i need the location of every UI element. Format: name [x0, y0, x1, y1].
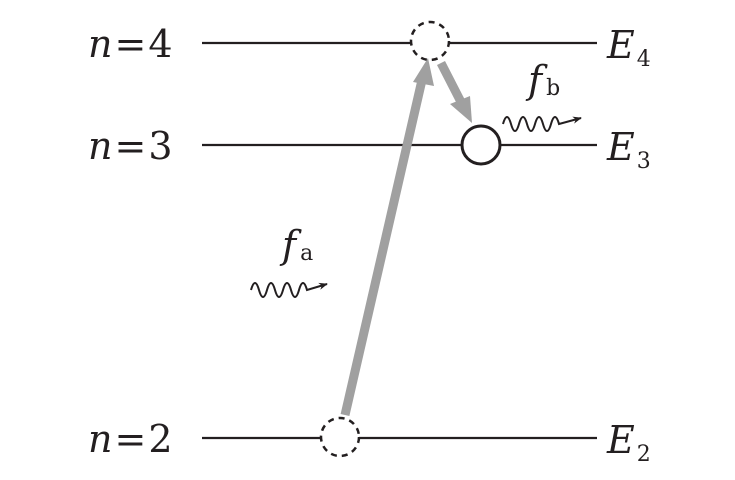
photon-b-wave-icon — [502, 116, 582, 132]
emission-arrow — [436, 60, 472, 123]
level-label-n3: n=3 — [88, 124, 173, 168]
photon-a-wave-icon — [250, 282, 328, 298]
energy-label-e4: E4 — [606, 23, 651, 72]
energy-label-e3: E3 — [606, 125, 651, 174]
electron-virtual-n2 — [319, 416, 361, 458]
electron-virtual-n4 — [409, 20, 451, 62]
energy-label-e2: E2 — [606, 418, 651, 467]
level-label-n2: n=2 — [88, 417, 173, 461]
electron-n3 — [460, 124, 502, 166]
absorption-arrow — [340, 58, 434, 417]
level-label-n4: n=4 — [88, 22, 173, 66]
